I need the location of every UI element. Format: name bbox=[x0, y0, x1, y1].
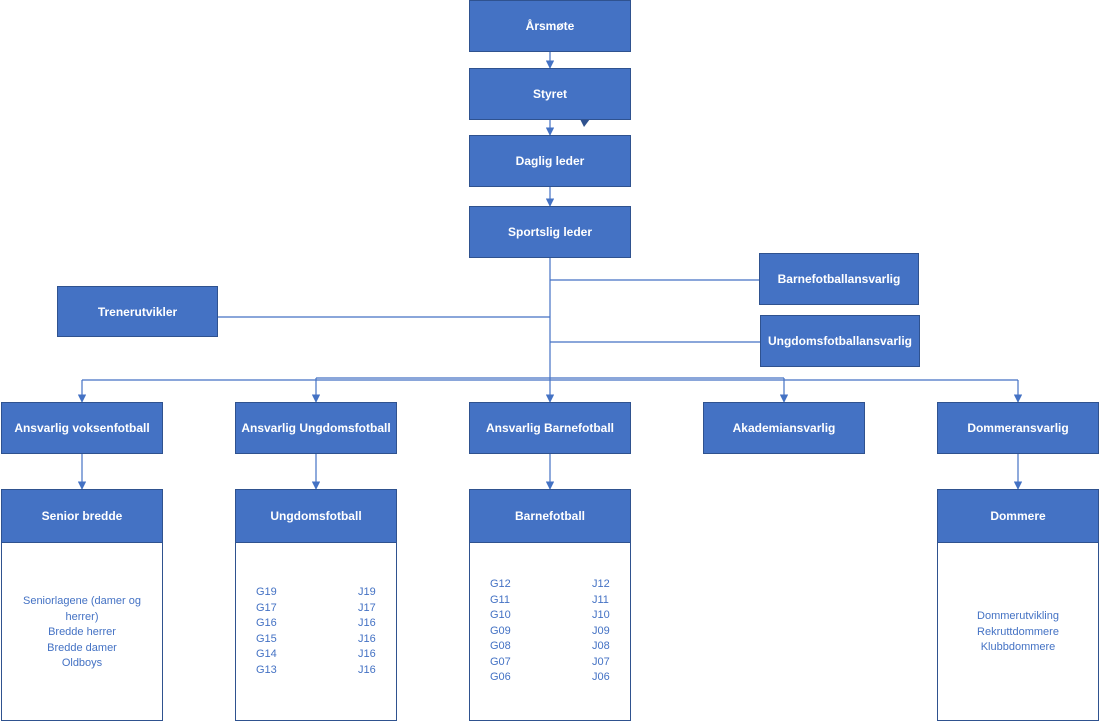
node-ansvarlig-barnefotball-label: Ansvarlig Barnefotball bbox=[485, 421, 615, 435]
list-item: Klubbdommere bbox=[980, 641, 1056, 653]
team-label: G17 bbox=[256, 601, 277, 614]
node-styret: Styret bbox=[469, 68, 631, 120]
team-label: J06 bbox=[592, 671, 610, 683]
node-daglig-leder: Daglig leder bbox=[469, 135, 631, 187]
node-akademiansvarlig: Akademiansvarlig bbox=[703, 402, 865, 454]
list-item: Seniorlagene (damer og bbox=[22, 595, 142, 607]
team-label: J10 bbox=[592, 609, 610, 621]
list-item: herrer) bbox=[65, 610, 99, 623]
team-label: J16 bbox=[358, 632, 376, 645]
node-sportslig-leder: Sportslig leder bbox=[469, 206, 631, 258]
node-arsmote: Årsmøte bbox=[469, 0, 631, 52]
panel-barnefotball: Barnefotball G12 J12 G11 J11 G10 J10 G09 J09… bbox=[469, 489, 631, 721]
panel-dommere-title: Dommere bbox=[938, 490, 1098, 543]
team-label: G13 bbox=[256, 663, 277, 676]
team-label: J12 bbox=[592, 578, 610, 590]
node-ansvarlig-ungdomsfotball: Ansvarlig Ungdomsfotball bbox=[235, 402, 397, 454]
node-ansvarlig-barnefotball: Ansvarlig Barnefotball bbox=[469, 402, 631, 454]
team-label: G09 bbox=[490, 624, 511, 637]
team-label: G14 bbox=[256, 648, 277, 660]
team-label: G15 bbox=[256, 632, 277, 645]
panel-barnefotball-title: Barnefotball bbox=[470, 490, 630, 543]
team-label: G06 bbox=[490, 671, 511, 683]
panel-dommere: Dommere Dommerutvikling Rekruttdommere K… bbox=[937, 489, 1099, 721]
node-daglig-leder-label: Daglig leder bbox=[515, 154, 585, 168]
team-label: J16 bbox=[358, 663, 376, 676]
panel-ungdomsfotball-title: Ungdomsfotball bbox=[236, 490, 396, 543]
team-label: G07 bbox=[490, 655, 511, 668]
team-label: J16 bbox=[358, 648, 376, 660]
node-ansvarlig-voksenfotball: Ansvarlig voksenfotball bbox=[1, 402, 163, 454]
senior-list: Seniorlagene (damer og herrer) Bredde he… bbox=[2, 594, 162, 672]
panel-senior-bredde: Senior bredde Seniorlagene (damer og her… bbox=[1, 489, 163, 721]
panel-dommere-body: Dommerutvikling Rekruttdommere Klubbdomm… bbox=[938, 542, 1098, 720]
node-styret-label: Styret bbox=[532, 87, 567, 101]
list-item: Bredde damer bbox=[47, 641, 117, 654]
team-label: G11 bbox=[490, 593, 510, 606]
team-label: J17 bbox=[358, 601, 376, 614]
team-label: G16 bbox=[256, 617, 277, 629]
list-item: Dommerutvikling bbox=[977, 610, 1059, 622]
node-arsmote-label: Årsmøte bbox=[525, 19, 575, 33]
team-label: G08 bbox=[490, 640, 511, 652]
node-ungdomsfotballansvarlig-label: Ungdomsfotballansvarlig bbox=[767, 334, 913, 348]
team-label: J08 bbox=[592, 640, 610, 652]
dommere-list: Dommerutvikling Rekruttdommere Klubbdomm… bbox=[938, 609, 1098, 656]
node-akademiansvarlig-label: Akademiansvarlig bbox=[732, 421, 836, 435]
node-trenerutvikler-label: Trenerutvikler bbox=[97, 304, 178, 319]
list-item: Oldboys bbox=[61, 657, 103, 669]
team-label: J11 bbox=[592, 593, 609, 606]
node-dommeransvarlig: Dommeransvarlig bbox=[937, 402, 1099, 454]
node-trenerutvikler: Trenerutvikler bbox=[57, 286, 218, 337]
team-label: J07 bbox=[592, 655, 610, 668]
team-label: G19 bbox=[256, 586, 277, 598]
node-sportslig-leder-label: Sportslig leder bbox=[507, 225, 593, 239]
panel-senior-bredde-title: Senior bredde bbox=[2, 490, 162, 543]
team-label: G10 bbox=[490, 609, 511, 621]
team-label: G12 bbox=[490, 578, 511, 590]
panel-senior-bredde-body: Seniorlagene (damer og herrer) Bredde he… bbox=[2, 542, 162, 720]
team-label: J09 bbox=[592, 624, 610, 637]
node-ansvarlig-ungdomsfotball-label: Ansvarlig Ungdomsfotball bbox=[241, 421, 391, 435]
node-ansvarlig-voksenfotball-label: Ansvarlig voksenfotball bbox=[14, 421, 150, 435]
node-barnefotballansvarlig: Barnefotballansvarlig bbox=[759, 253, 919, 305]
node-barnefotballansvarlig-label: Barnefotballansvarlig bbox=[777, 272, 901, 286]
team-label: J19 bbox=[358, 586, 376, 598]
node-ungdomsfotballansvarlig: Ungdomsfotballansvarlig bbox=[760, 315, 920, 367]
team-label: J16 bbox=[358, 617, 376, 629]
node-dommeransvarlig-label: Dommeransvarlig bbox=[967, 421, 1069, 435]
list-item: Rekruttdommere bbox=[977, 625, 1059, 638]
decorative-arrowhead bbox=[580, 119, 590, 127]
list-item: Bredde herrer bbox=[48, 626, 116, 638]
